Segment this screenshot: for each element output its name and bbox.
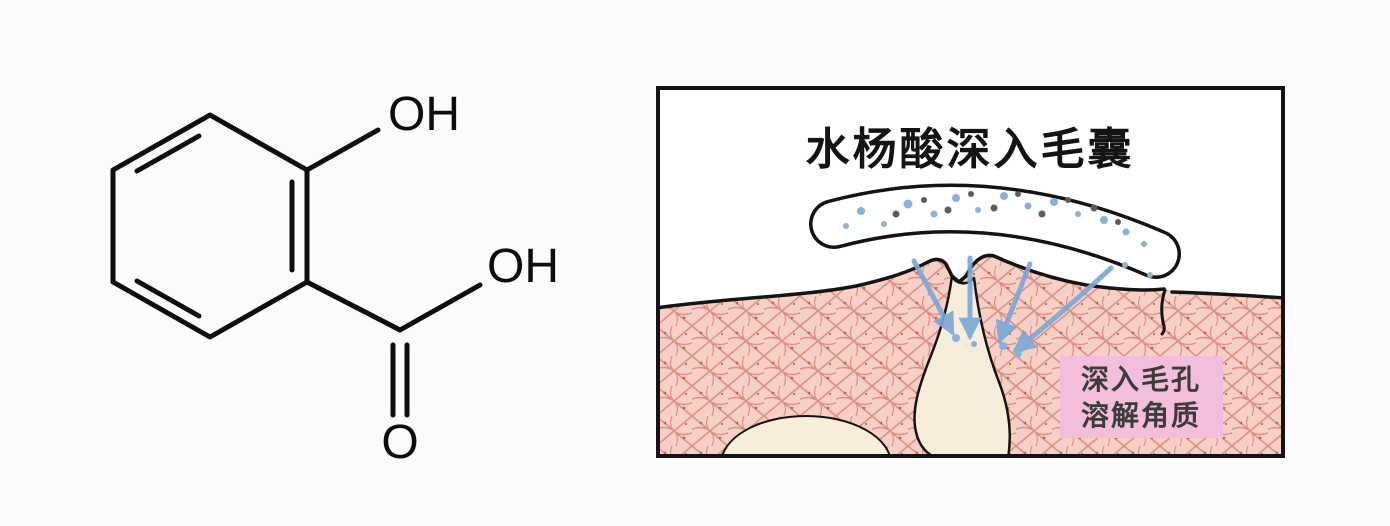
illustration-title: 水杨酸深入毛囊 bbox=[806, 125, 1135, 174]
caption-line-2: 溶解角质 bbox=[1081, 399, 1201, 431]
carbonyl-oxygen-label: O bbox=[381, 416, 418, 469]
double-bond-upper-left bbox=[134, 133, 202, 174]
follicle-channel bbox=[913, 274, 1011, 454]
hydroxyl-label: OH bbox=[388, 88, 460, 141]
carboxyl-hydroxyl-label: OH bbox=[487, 240, 559, 293]
caption-box: 深入毛孔 溶解角质 bbox=[1060, 356, 1223, 438]
caption-line-1: 深入毛孔 bbox=[1081, 364, 1201, 395]
benzene-ring bbox=[110, 112, 310, 340]
particles-dark bbox=[892, 191, 1121, 225]
skin-crack bbox=[1160, 288, 1167, 336]
phenol-hydroxyl-bond bbox=[304, 127, 381, 173]
carboxyl-group bbox=[304, 279, 483, 418]
sebum-blob bbox=[721, 415, 891, 454]
acid-particle-band bbox=[809, 183, 1181, 279]
salicylic-acid-structure: OH OH O bbox=[110, 88, 559, 469]
penetrated-particles bbox=[952, 334, 1022, 358]
particles-blue bbox=[843, 192, 1153, 278]
follicle-illustration: 深入毛孔 溶解角质 水杨酸深入毛囊 bbox=[656, 86, 1285, 458]
skin-surface-line-right bbox=[1170, 290, 1281, 300]
double-bond-lower-left bbox=[134, 278, 202, 319]
skin-surface-line bbox=[660, 253, 1166, 310]
penetration-arrows bbox=[911, 255, 1114, 353]
